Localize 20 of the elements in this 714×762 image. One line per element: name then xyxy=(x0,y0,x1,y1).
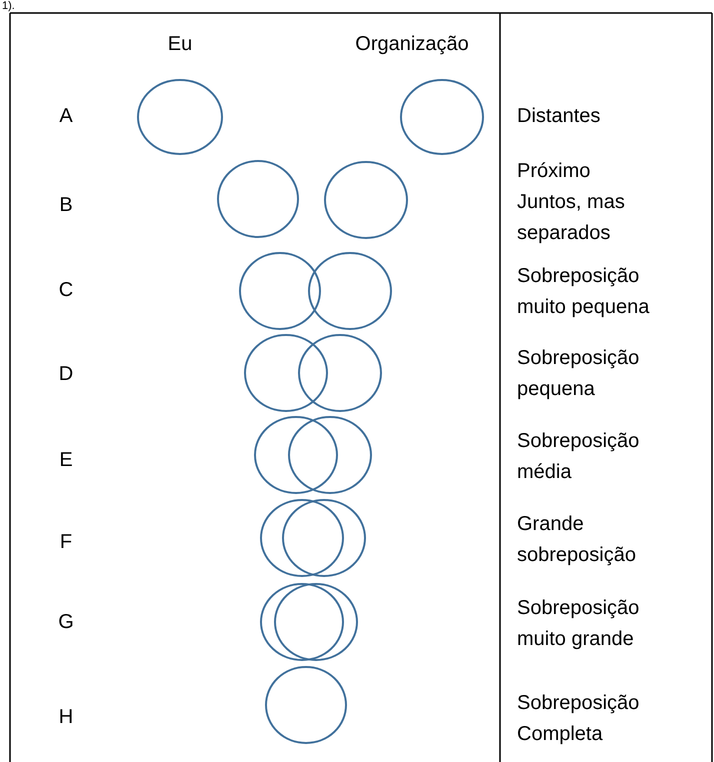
row-description: Juntos, mas separados xyxy=(517,190,626,246)
row-letter: B xyxy=(59,193,73,218)
figure-number: 1). xyxy=(2,0,15,12)
row-description: Sobreposição Completa xyxy=(517,691,640,747)
row-letter: G xyxy=(58,610,74,635)
row-description: Sobreposição média xyxy=(517,429,640,485)
row-letter: A xyxy=(59,104,73,129)
row-letter: D xyxy=(58,362,74,387)
column-header: Eu xyxy=(168,32,192,57)
column-header: Organização xyxy=(355,32,469,57)
row-letter: F xyxy=(60,530,72,555)
row-letter: E xyxy=(59,448,73,473)
row-letter: H xyxy=(58,705,74,730)
row-description: Próximo xyxy=(517,159,590,184)
row-letter: C xyxy=(58,278,74,303)
row-description: Distantes xyxy=(517,104,600,129)
row-description: Sobreposição pequena xyxy=(517,346,640,402)
row-description: Grande sobreposição xyxy=(517,512,637,568)
row-description: Sobreposição muito grande xyxy=(517,596,640,652)
row-description: Sobreposição muito pequena xyxy=(517,264,650,320)
